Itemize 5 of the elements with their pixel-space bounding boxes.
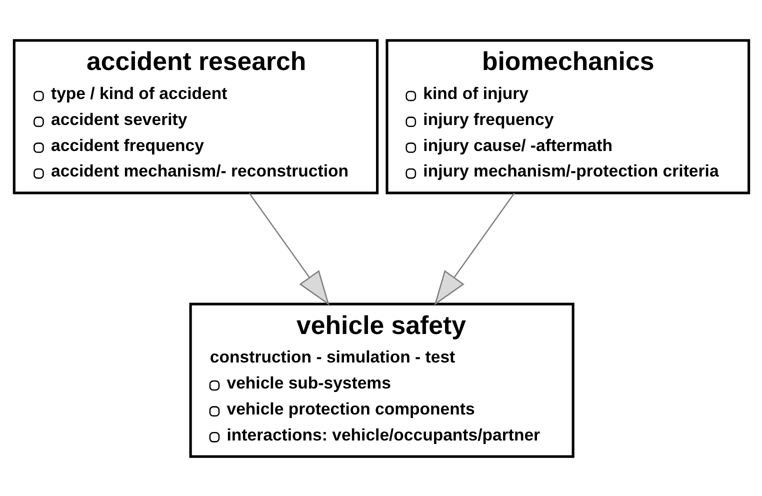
arrow [434,192,514,306]
node-box: biomechanics kind of injury injury frequency injury cause/ -aftermath injury mechanism/-protection criteria [385,38,750,194]
node-box: vehicle safety construction - simulation - test vehicle sub-systems vehicle protection components interactions: vehicle/occupants/partner [188,302,574,458]
arrow [248,192,329,306]
node-box: accident research type / kind of accident accident severity accident frequency accident mechanism/- reconstruction [12,38,378,194]
